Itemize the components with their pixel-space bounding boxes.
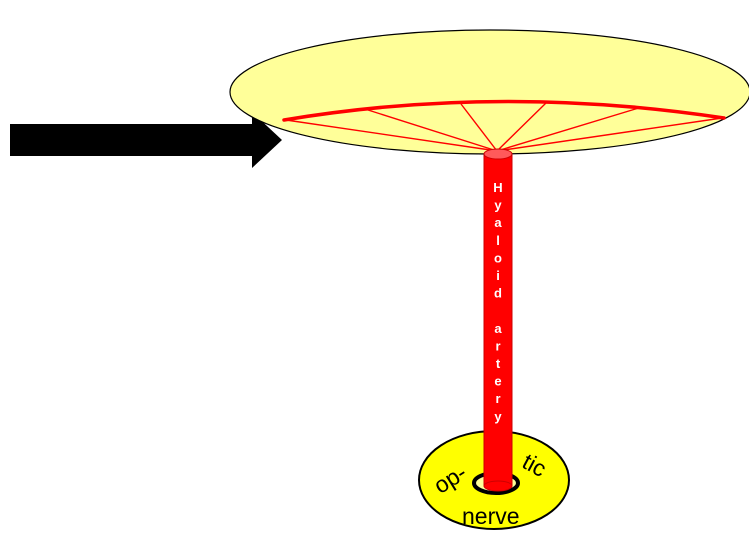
artery-label-letter: i (496, 268, 500, 283)
artery-label-letter: r (495, 391, 500, 406)
artery-top-cap (484, 149, 512, 159)
artery-label-letter: y (494, 409, 502, 424)
artery-label-letter: a (494, 321, 502, 336)
artery-label-letter (496, 303, 500, 318)
artery-label-letter: o (494, 250, 502, 265)
optic-label-bottom: nerve (462, 503, 520, 529)
artery-label-letter: t (496, 356, 501, 371)
artery-label-letter: H (493, 180, 502, 195)
artery-label-letter: a (494, 215, 502, 230)
artery-label-letter: e (494, 374, 501, 389)
artery-label-letter: y (494, 198, 502, 213)
artery-label-letter: d (494, 286, 502, 301)
artery-bottom-cap (484, 481, 512, 491)
right-arrow-icon (10, 112, 282, 168)
artery-label-letter: l (496, 233, 500, 248)
artery-label-letter: r (495, 338, 500, 353)
disc-ellipse (230, 30, 749, 154)
